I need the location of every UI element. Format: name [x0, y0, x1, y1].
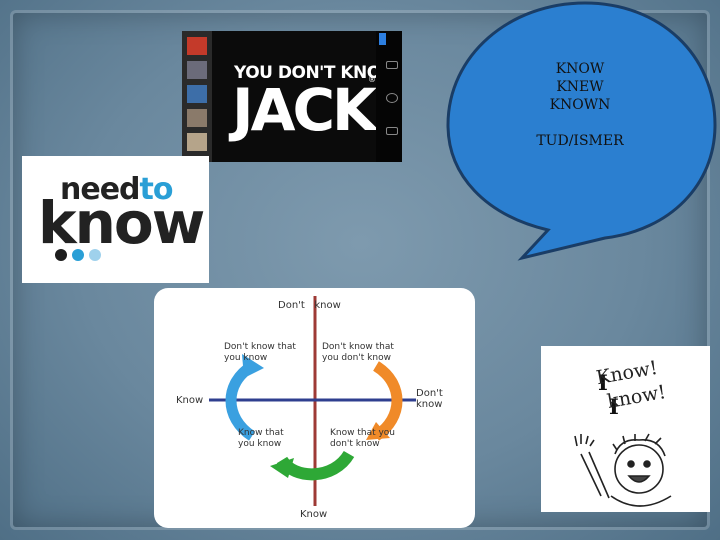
logo-dot	[55, 249, 67, 261]
quadrant-text: you know	[238, 439, 282, 449]
i-know-cartoon: I Know! I know!	[541, 346, 710, 512]
cartoon-figure	[574, 433, 672, 507]
thumbnail	[187, 37, 207, 55]
registered-mark: ®	[368, 75, 376, 84]
orange-arrow-head	[366, 422, 390, 440]
quadrant-bottom-left: Know that you know	[238, 428, 284, 450]
blue-arrow-head	[242, 354, 264, 378]
bubble-line-knew: KNEW	[556, 79, 604, 95]
quadrant-text: Know that	[238, 428, 284, 438]
thumbnail	[187, 133, 207, 151]
thumbnail	[187, 61, 207, 79]
logo-word-need: need	[60, 172, 141, 207]
device-controls	[376, 31, 402, 162]
matrix-graphic	[209, 296, 416, 506]
quadrant-text: you don't know	[322, 353, 391, 363]
quadrant-text: Don't know that	[322, 342, 394, 352]
thumbnail-strip	[182, 31, 212, 162]
logo-word-know: know	[38, 189, 205, 257]
you-dont-know-jack-image: YOU DON'T KNOW JACK ®	[182, 31, 402, 162]
scroll-indicator	[379, 33, 386, 45]
quadrant-text: Don't know that	[224, 342, 296, 352]
quadrant-text: don't know	[330, 439, 380, 449]
menu-icon	[386, 61, 398, 69]
cartoon-letter-i: I	[598, 370, 608, 395]
quadrant-top-left: Don't know that you know	[224, 342, 296, 364]
thumbnail	[187, 109, 207, 127]
quadrant-text: Know that you	[330, 428, 396, 438]
axis-left-label: Know	[176, 395, 204, 406]
axis-right-line2: know	[416, 399, 443, 410]
jack-title-line1: YOU DON'T KNOW	[234, 63, 400, 83]
green-arrow-head	[270, 458, 294, 478]
axis-right-label: Don't know	[416, 388, 443, 410]
bubble-line-known: KNOWN	[549, 97, 611, 113]
home-icon	[386, 93, 398, 103]
cartoon-letter-i: I	[609, 394, 619, 419]
axis-right-line1: Don't	[416, 388, 443, 399]
axis-bottom-label: Know	[300, 509, 328, 520]
logo-word-to: to	[139, 172, 174, 207]
axis-top-label: Don't know	[278, 300, 341, 311]
thumbnail	[187, 85, 207, 103]
logo-dot	[72, 249, 84, 261]
bubble-author: TUD/ISMER	[536, 133, 624, 149]
logo-line1: needto	[60, 172, 174, 207]
jack-title-line2: JACK	[232, 76, 377, 144]
need-to-know-logo: needto know	[22, 156, 209, 283]
speech-bubble	[446, 1, 717, 261]
logo-dot	[89, 249, 101, 261]
knowledge-matrix-diagram: Don't know Know Know Don't know Don't kn…	[154, 288, 475, 528]
bubble-text: KNOW KNEW KNOWN TUD/ISMER	[500, 60, 660, 150]
bubble-line-know: KNOW	[555, 61, 605, 77]
orange-cycle-arrow	[372, 361, 403, 441]
quadrant-top-right: Don't know that you don't know	[322, 342, 394, 364]
slide-frame	[10, 10, 710, 530]
quadrant-bottom-right: Know that you don't know	[330, 428, 395, 450]
back-icon	[386, 127, 398, 135]
quadrant-text: you know	[224, 353, 268, 363]
